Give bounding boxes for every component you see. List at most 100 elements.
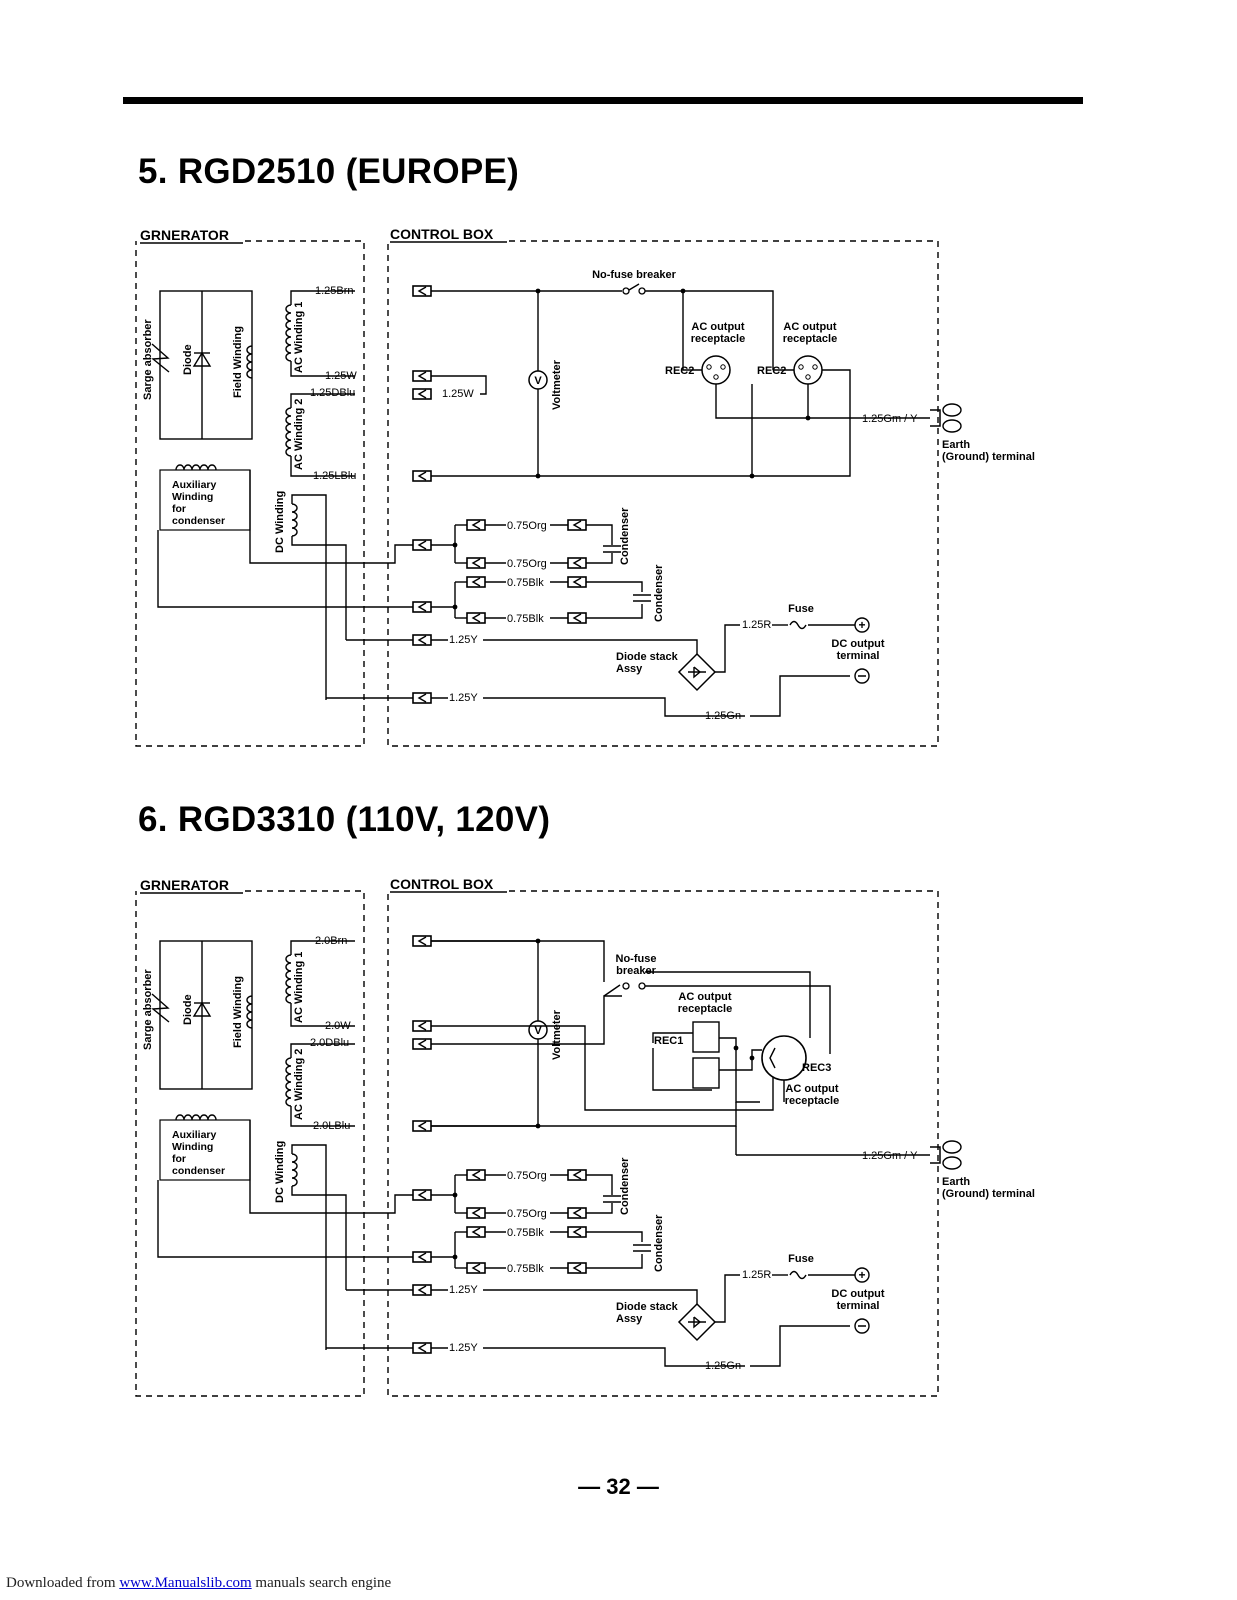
dc-output-label: DC output [831, 1288, 884, 1300]
wire [586, 604, 643, 619]
wire [682, 291, 703, 371]
rec-a2-symbol [692, 1057, 720, 1089]
wire [249, 470, 413, 564]
connector [412, 1251, 432, 1263]
connector [412, 370, 432, 382]
wire [586, 1203, 613, 1214]
junction-dot [749, 1055, 755, 1061]
wire [291, 1186, 347, 1290]
condenser-1-label: Condenser [619, 1157, 631, 1215]
ac-winding-2-coil [285, 1057, 292, 1107]
generator-label: GRNERATOR [140, 877, 229, 893]
voltmeter-symbol-label: V [534, 375, 542, 387]
section-5-title: 5. RGD2510 (EUROPE) [138, 152, 520, 191]
connector [567, 557, 587, 569]
surge-absorber-label: Sarge absorber [142, 319, 154, 400]
wire [586, 581, 643, 592]
wire-label-dblu: 2.0DBlu [310, 1037, 349, 1049]
wire [483, 697, 745, 717]
aux-winding-coil [175, 1114, 217, 1121]
wire [431, 375, 487, 395]
connector [466, 1207, 486, 1219]
earth-terminal-label: Earth [942, 1176, 970, 1188]
connector [466, 1169, 486, 1181]
wire [290, 290, 355, 305]
wire-label-w2: 1.25W [442, 388, 474, 400]
voltmeter-label: Voltmeter [551, 359, 563, 410]
wire [249, 1120, 413, 1214]
footer-suffix: manuals search engine [251, 1575, 392, 1591]
wire [483, 1347, 745, 1367]
wire-label-blk1: 0.75Blk [507, 577, 544, 589]
control-box-label: CONTROL BOX [390, 876, 494, 892]
control-box-border [387, 890, 939, 1397]
wire [431, 940, 605, 982]
ac-winding-2-label: AC Winding 2 [293, 1049, 305, 1120]
wire [290, 1003, 355, 1027]
junction-dot [452, 604, 458, 610]
wire [291, 536, 347, 640]
dc-output-label: terminal [837, 650, 880, 662]
junction-dot [805, 415, 811, 421]
connector [412, 1284, 432, 1296]
rec-a-symbol [692, 1021, 720, 1053]
connector [412, 470, 432, 482]
breaker-contact [638, 287, 646, 295]
surge-absorber-symbol [151, 993, 170, 1023]
wire [586, 1231, 643, 1242]
generator-label: GRNERATOR [140, 227, 229, 243]
wire [750, 1325, 850, 1367]
dc-winding-coil [291, 1153, 298, 1187]
wire-label-w: 1.25W [325, 370, 357, 382]
wire-label-org1: 0.75Org [507, 520, 547, 532]
connector [567, 1169, 587, 1181]
wire [645, 971, 811, 1038]
junction-dot [733, 1045, 739, 1051]
pin [812, 364, 818, 370]
wire-label-gny: 1.25Gm / Y [862, 1150, 918, 1162]
dc-positive-terminal [854, 617, 870, 633]
connector [466, 519, 486, 531]
wire-label-lblu: 1.25LBlu [313, 470, 356, 482]
footer-prefix: Downloaded from [6, 1575, 120, 1591]
breaker-label: No-fuse [616, 953, 657, 965]
dc-output-label: terminal [837, 1300, 880, 1312]
dc-winding-coil [291, 503, 298, 537]
field-winding-label: Field Winding [232, 976, 244, 1048]
rec-a-id: REC1 [654, 1035, 683, 1047]
rec-b-id: REC3 [802, 1062, 831, 1074]
condenser-1-label: Condenser [619, 507, 631, 565]
wire [586, 1254, 643, 1269]
wire [290, 361, 355, 377]
rec-b-label: AC output [783, 321, 836, 333]
wire-label-y1: 1.25Y [449, 634, 478, 646]
fuse-label: Fuse [788, 603, 814, 615]
wire-label-dblu: 1.25DBlu [310, 387, 355, 399]
generator-box-border [135, 890, 365, 1397]
condenser-2-label: Condenser [653, 1214, 665, 1272]
wire-label-brn: 2.0Brn [315, 935, 347, 947]
wire [291, 494, 327, 700]
diode-label: Diode [182, 344, 194, 375]
voltmeter-symbol [528, 370, 548, 390]
junction-dot [452, 1254, 458, 1260]
pin [720, 364, 726, 370]
field-winding-coil [246, 995, 253, 1029]
rec-a-symbol [701, 355, 731, 385]
wire [431, 940, 539, 1127]
connector [466, 612, 486, 624]
earth-terminal-label: Earth [942, 439, 970, 451]
control-box-border [387, 240, 939, 747]
wire-label-gn: 1.25Gn [705, 710, 741, 722]
dc-positive-terminal [854, 1267, 870, 1283]
wire [157, 530, 413, 608]
wire-label-y2: 1.25Y [449, 1342, 478, 1354]
wire [157, 1180, 413, 1258]
fuse-symbol [789, 1270, 807, 1280]
junction-dot [452, 1192, 458, 1198]
junction-dot [749, 473, 755, 479]
connector [466, 557, 486, 569]
connector [412, 935, 432, 947]
manualslib-link[interactable]: www.Manualslib.com [119, 1575, 252, 1591]
